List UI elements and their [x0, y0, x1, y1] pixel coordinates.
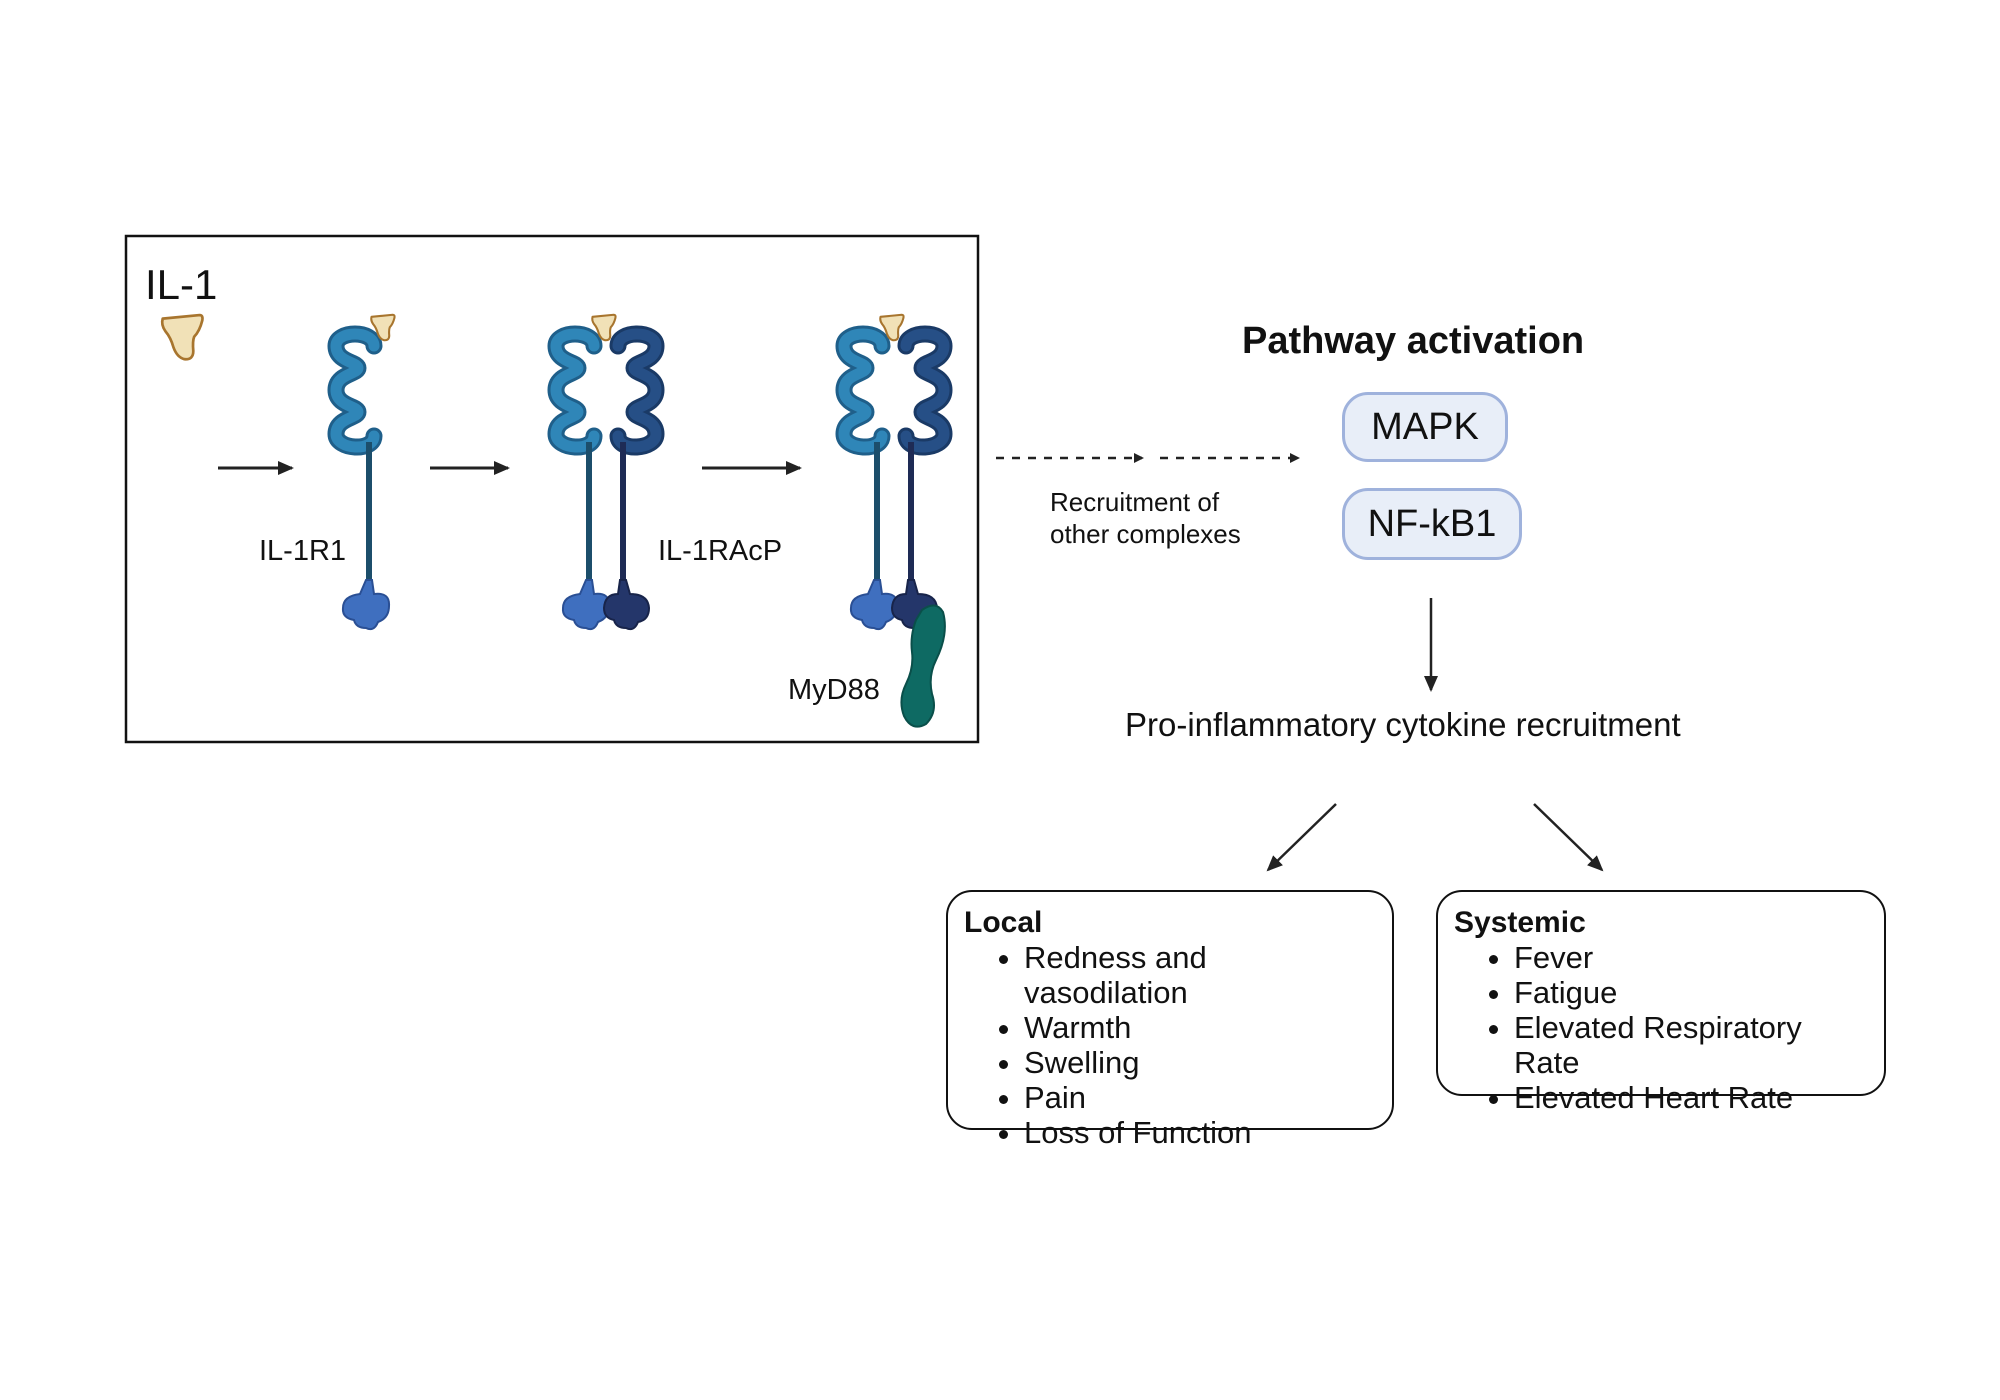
- local-effects-box: Local Redness and vasodilation Warmth Sw…: [946, 890, 1394, 1150]
- myd88-label: MyD88: [788, 674, 880, 706]
- outcome-label: Pro-inflammatory cytokine recruitment: [1125, 706, 1681, 743]
- systemic-effects-box: Systemic Fever Fatigue Elevated Respirat…: [1436, 890, 1886, 1115]
- receptor-stage-3: [844, 313, 946, 728]
- local-item: Pain: [1024, 1080, 1376, 1115]
- il1r1-label: IL-1R1: [259, 535, 347, 567]
- receptor-stage-1: [336, 313, 395, 629]
- systemic-item: Fatigue: [1514, 975, 1868, 1010]
- local-item: Redness and vasodilation: [1024, 940, 1376, 1010]
- recruitment-label-line-2: other complexes: [1050, 519, 1241, 549]
- il1-ligand-icon: [160, 313, 204, 361]
- local-title: Local: [964, 906, 1043, 939]
- il1r1-receptor-icon: [556, 334, 609, 629]
- local-item: Loss of Function: [1024, 1115, 1376, 1150]
- local-item: Warmth: [1024, 1010, 1376, 1045]
- local-effects-list: Redness and vasodilation Warmth Swelling…: [964, 940, 1376, 1150]
- receptor-panel-frame: [124, 234, 980, 744]
- receptor-stage-2: [556, 313, 656, 629]
- il1r1-receptor-icon: [336, 334, 389, 629]
- myd88-adapter-icon: [900, 604, 946, 728]
- branch-arrow-local: [1266, 803, 1337, 872]
- systemic-title: Systemic: [1454, 906, 1586, 939]
- il1-label: IL-1: [145, 261, 218, 308]
- il1racp-receptor-icon: [892, 334, 944, 629]
- systemic-item: Fever: [1514, 940, 1868, 975]
- il1racp-receptor-icon: [604, 334, 656, 629]
- il1racp-label: IL-1RAcP: [658, 535, 783, 567]
- il1r1-receptor-icon: [844, 334, 897, 629]
- recruitment-label-line-1: Recruitment of: [1050, 487, 1220, 517]
- systemic-effects-list: Fever Fatigue Elevated Respiratory Rate …: [1454, 940, 1868, 1115]
- mapk-node: MAPK: [1342, 392, 1508, 462]
- systemic-item: Elevated Respiratory Rate: [1514, 1010, 1868, 1080]
- branch-arrow-systemic: [1533, 803, 1604, 872]
- systemic-item: Elevated Heart Rate: [1514, 1080, 1868, 1115]
- pathway-title: Pathway activation: [1242, 320, 1585, 362]
- nfkb1-node: NF-kB1: [1342, 488, 1522, 560]
- local-item: Swelling: [1024, 1045, 1376, 1080]
